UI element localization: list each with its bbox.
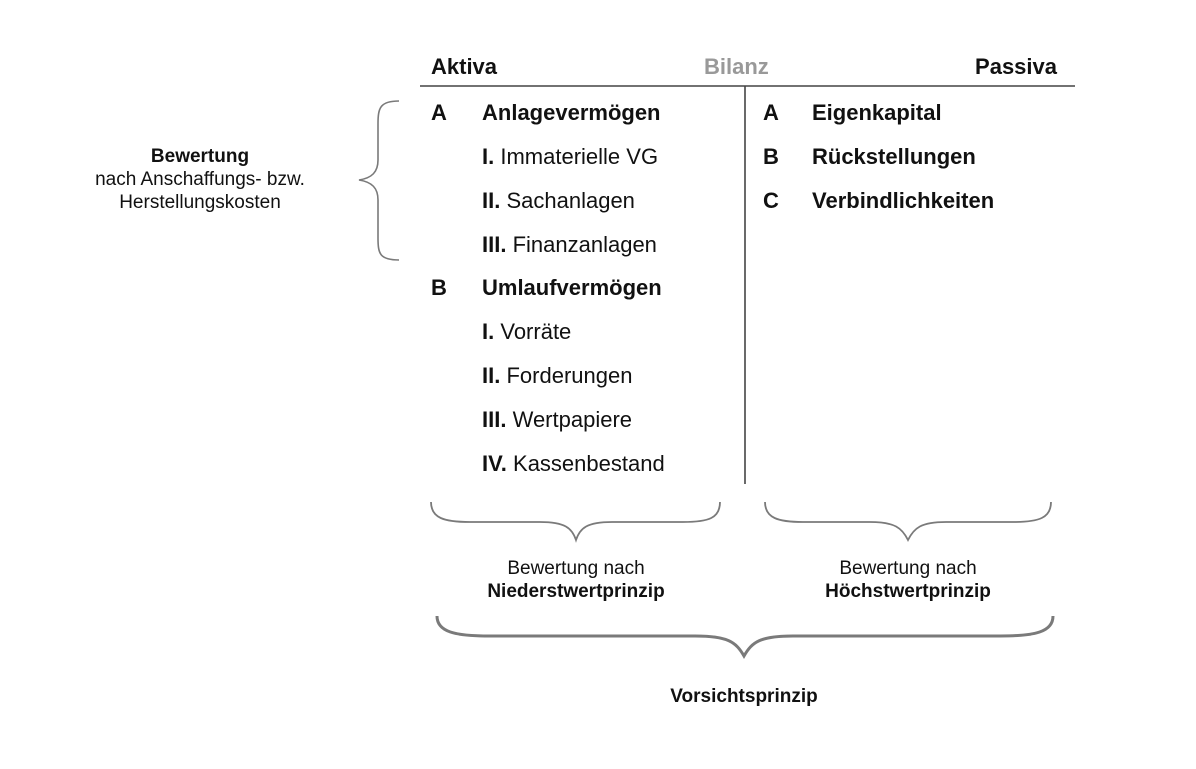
passiva-underbrace: [764, 501, 1052, 543]
note-principle: Niederstwertprinzip: [487, 580, 665, 602]
passiva-section-letter: B: [763, 144, 779, 169]
aktiva-item: III. Finanzanlagen: [482, 234, 657, 256]
passiva-valuation-note: Bewertung nach Höchstwertprinzip: [758, 558, 1058, 604]
aktiva-item: I. Immaterielle VG: [482, 146, 658, 168]
item-label: Kassenbestand: [513, 451, 665, 476]
aktiva-item: II. Sachanlagen: [482, 190, 635, 212]
passiva-section-label: Eigenkapital: [812, 100, 942, 125]
aktiva-heading: Aktiva: [431, 54, 498, 79]
item-label: Finanzanlagen: [512, 232, 657, 257]
item-numeral: IV.: [482, 451, 507, 476]
item-numeral: II.: [482, 188, 501, 213]
vorsichtsprinzip-label: Vorsichtsprinzip: [670, 686, 818, 707]
item-label: Forderungen: [506, 363, 633, 388]
item-numeral: I.: [482, 144, 495, 169]
left-note-line: Herstellungskosten: [119, 191, 281, 213]
aktiva-underbrace: [430, 501, 721, 543]
passiva-heading: Passiva: [975, 54, 1057, 79]
item-label: Immaterielle VG: [500, 144, 659, 169]
aktiva-section-letter: B: [431, 275, 447, 300]
note-principle: Höchstwertprinzip: [825, 580, 991, 602]
left-note-line: nach Anschaffungs- bzw.: [95, 168, 305, 190]
item-label: Sachanlagen: [506, 188, 635, 213]
left-curly-brace: [358, 100, 400, 261]
left-note: Bewertung nach Anschaffungs- bzw. Herste…: [40, 146, 360, 214]
item-numeral: II.: [482, 363, 501, 388]
aktiva-valuation-note: Bewertung nach Niederstwertprinzip: [426, 558, 726, 604]
item-label: Vorräte: [500, 319, 572, 344]
note-line: Bewertung nach: [507, 558, 645, 579]
passiva-section-label: Rückstellungen: [812, 144, 976, 169]
aktiva-item: I. Vorräte: [482, 321, 571, 343]
aktiva-item: II. Forderungen: [482, 365, 632, 387]
passiva-section-letter: A: [763, 100, 779, 125]
item-numeral: III.: [482, 232, 507, 257]
item-label: Wertpapiere: [512, 407, 633, 432]
aktiva-section-label: Anlagevermögen: [482, 100, 661, 125]
item-numeral: III.: [482, 407, 507, 432]
left-note-title: Bewertung: [150, 146, 250, 167]
passiva-section-label: Verbindlichkeiten: [812, 188, 995, 213]
passiva-section-letter: C: [763, 188, 779, 213]
aktiva-item: III. Wertpapiere: [482, 409, 632, 431]
aktiva-section-letter: A: [431, 100, 447, 125]
item-numeral: I.: [482, 319, 495, 344]
note-line: Bewertung nach: [839, 558, 977, 579]
total-underbrace: [435, 615, 1055, 660]
aktiva-section-label: Umlaufvermögen: [482, 275, 662, 300]
bilanz-heading: Bilanz: [704, 54, 769, 79]
aktiva-item: IV. Kassenbestand: [482, 453, 665, 475]
